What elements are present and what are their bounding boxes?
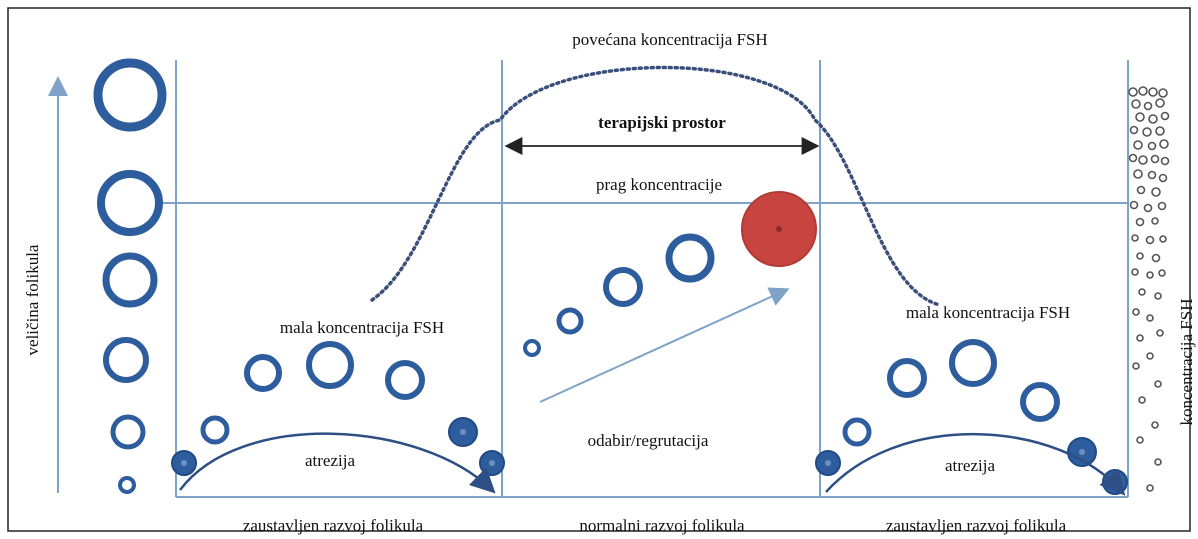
label-selection: odabir/regrutacija [588,431,709,450]
atretic-follicle-core [460,429,466,435]
follicle-ring [200,415,230,445]
follicle-ring [110,414,146,450]
atresia-group-right [815,339,1128,496]
follicle-ring [103,337,149,383]
label-y-axis-right: koncentracija FSH [1177,299,1196,426]
follicle-ring [842,417,872,447]
fsh-dotted-curve [370,65,942,307]
follicle-ring [523,339,541,357]
recruitment-group [523,191,817,403]
atresia-arrow-left [179,432,496,494]
label-therapy-space: terapijski prostor [598,113,726,132]
label-atresia-right: atrezija [945,456,995,475]
recruitment-arrow [539,287,790,403]
label-bottom-right: zaustavljen razvoj folikula [886,516,1067,535]
label-atresia-left: atrezija [305,451,355,470]
label-threshold: prag koncentracije [596,175,722,194]
follicle-ring [306,341,354,389]
atretic-follicle-core [181,460,187,466]
follicle-ring [97,170,163,236]
label-bottom-left: zaustavljen razvoj folikula [243,516,424,535]
fsh-concentration-column [1128,86,1170,492]
follicle-ring [556,307,584,335]
follicle-ring [102,252,158,308]
label-y-axis-left: veličina folikula [23,244,42,355]
follicle-ring [93,58,167,132]
follicle-size-column [93,58,167,494]
label-low-fsh-right: mala koncentracija FSH [906,303,1070,322]
follicle-ring [603,267,643,307]
follicle-ring [244,354,282,392]
atresia-arrow-right [825,433,1126,496]
dominant-follicle-core [776,226,782,232]
follicle-ring [887,358,927,398]
atretic-follicle-core [489,460,495,466]
label-increased-fsh: povećana koncentracija FSH [572,30,767,49]
outer-frame [7,7,1191,532]
atretic-follicle-core [825,460,831,466]
follicle-ring [949,339,997,387]
atretic-follicle-core [1079,449,1085,455]
follicle-ring [665,233,715,283]
atresia-group-left [171,341,505,494]
follicle-ring [1020,382,1060,422]
follicle-ring [118,476,136,494]
follicle-ring [385,360,425,400]
label-bottom-middle: normalni razvoj folikula [579,516,745,535]
label-low-fsh-left: mala koncentracija FSH [280,318,444,337]
